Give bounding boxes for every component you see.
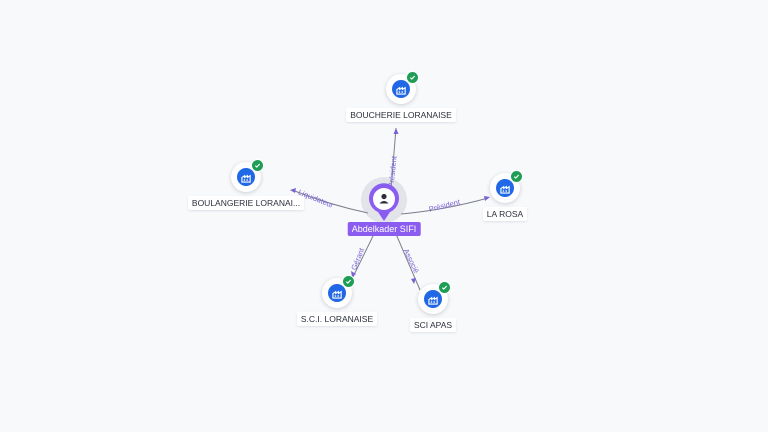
edge-label-sci-loranaise: Gérant [349,246,366,271]
company-node-larosa[interactable]: LA ROSA [440,170,570,233]
arrow-head-larosa [484,196,490,201]
company-node-sci-loranaise[interactable]: S.C.I. LORANAISE [272,275,402,338]
person-node[interactable]: Abdelkader SIFI [314,177,454,247]
company-node-circle[interactable] [386,71,419,104]
person-pin-icon[interactable] [367,182,401,222]
company-node-boulangerie[interactable]: BOULANGERIE LORANAI... [181,159,311,222]
company-name-label[interactable]: BOULANGERIE LORANAI... [187,196,305,210]
arrow-head-boulangerie [290,188,296,193]
company-name-label[interactable]: LA ROSA [482,207,528,221]
verified-check-icon [510,170,523,183]
verified-check-icon [406,71,419,84]
company-node-circle[interactable] [322,275,355,308]
company-name-label[interactable]: BOUCHERIE LORANAISE [346,108,456,122]
building-icon [496,179,514,197]
edge-boulangerie [291,189,369,214]
edge-boucherie [390,127,397,191]
company-node-circle[interactable] [231,159,264,192]
company-node-sci-apas[interactable]: SCI APAS [368,281,498,344]
edge-label-sci-apas: Associé [401,247,421,275]
building-icon [328,284,346,302]
arrow-head-boucherie [393,128,399,134]
verified-check-icon [438,281,451,294]
company-node-boucherie[interactable]: BOUCHERIE LORANAISE [336,71,466,134]
arrow-head-sci-apas [411,278,416,284]
edge-larosa [400,197,489,215]
edge-sci-apas [395,233,421,291]
person-name-label[interactable]: Abdelkader SIFI [347,222,421,236]
building-icon [392,80,410,98]
company-name-label[interactable]: S.C.I. LORANAISE [296,312,378,326]
verified-check-icon [342,275,355,288]
company-node-circle[interactable] [418,281,451,314]
company-name-label[interactable]: SCI APAS [409,318,457,332]
verified-check-icon [251,159,264,172]
company-node-circle[interactable] [490,170,523,203]
person-icon [379,193,389,204]
building-icon [237,168,255,186]
building-icon [424,290,442,308]
edge-label-boucherie: Président [386,155,398,188]
